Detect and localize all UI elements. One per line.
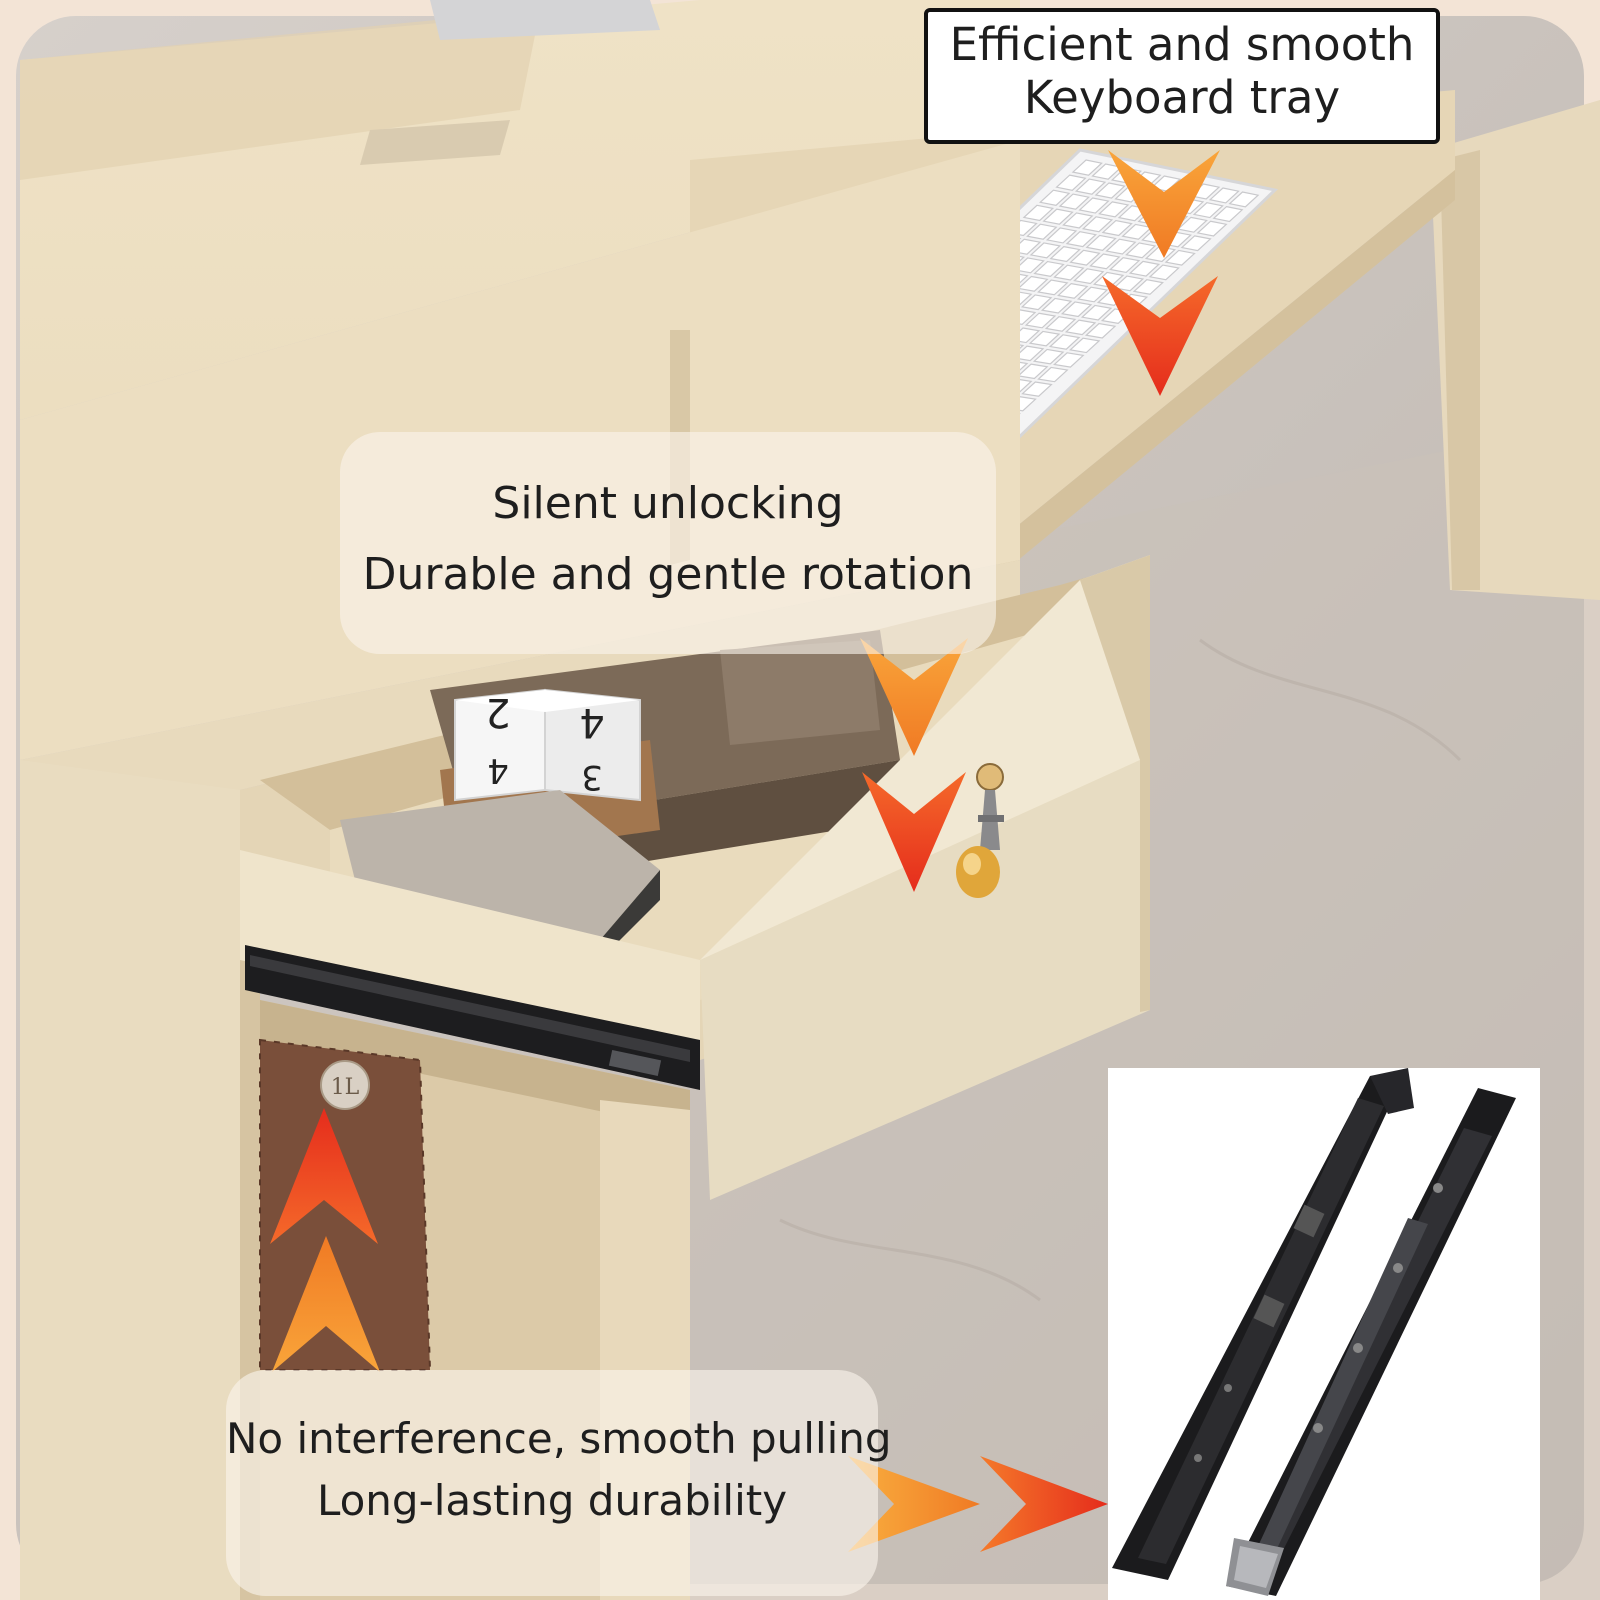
- keyboard-key: [1045, 227, 1078, 244]
- arrow-down-orange-icon: [860, 638, 968, 756]
- keyboard-key: [1148, 264, 1180, 281]
- keyboard-key: [1094, 182, 1126, 199]
- keyboard-key: [1132, 279, 1164, 295]
- slide-rails-illustration: [1112, 1068, 1516, 1596]
- keyboard-key: [1037, 279, 1069, 296]
- svg-text:3: 3: [581, 757, 603, 797]
- keyboard-key: [1091, 163, 1123, 180]
- keyboard-key: [1022, 204, 1055, 222]
- drawer-slide-rail: [245, 945, 700, 1090]
- keyboard-key: [1228, 191, 1260, 208]
- keyboard-key: [1058, 193, 1090, 210]
- arrow-up-red-icon: [270, 1108, 378, 1244]
- keyboard-key: [1078, 197, 1110, 214]
- keyboard-key: [1089, 253, 1121, 270]
- keyboard-key: [1062, 212, 1094, 229]
- slide-rail-closed: [1112, 1068, 1414, 1580]
- arrow-down-red-icon: [1102, 276, 1218, 396]
- monitor-stand: [430, 0, 660, 40]
- svg-text:4: 4: [579, 699, 604, 745]
- callout-lock-line2: Durable and gentle rotation: [362, 549, 974, 601]
- keyboard-key: [1026, 223, 1058, 240]
- keyboard-key: [1074, 178, 1107, 195]
- arrow-up-orange-icon: [272, 1236, 380, 1372]
- keyboard-key: [1060, 301, 1093, 318]
- keyboard-key: [1029, 242, 1062, 259]
- keyboard-key: [1048, 334, 1081, 350]
- keyboard-key: [1037, 366, 1069, 383]
- keyboard-key: [1098, 201, 1130, 218]
- keyboard-key: [1021, 381, 1053, 397]
- keyboard-key: [1084, 322, 1117, 339]
- keyboard-key: [1049, 245, 1081, 263]
- keyboard-key: [1121, 223, 1153, 240]
- keyboard-key: [1057, 282, 1089, 299]
- keyboard-key: [1125, 242, 1157, 259]
- svg-text:4: 4: [487, 750, 509, 790]
- keyboard-key: [1040, 297, 1073, 314]
- keyboard-key: [1053, 264, 1085, 281]
- keyboard-key: [1069, 249, 1101, 266]
- keyboard-key: [1080, 304, 1113, 321]
- keyboard-key: [1208, 187, 1240, 204]
- arrow-right-orange-icon: [848, 1456, 980, 1552]
- drawer-knob: [956, 846, 1000, 898]
- keyboard-key: [1042, 208, 1074, 225]
- keyboard-key: [1212, 205, 1244, 223]
- calendar-cubes: 2 4 4 3: [454, 688, 641, 802]
- keyboard-key: [1105, 238, 1137, 255]
- keyboard-key: [1017, 275, 1049, 292]
- keyboard-key: [1076, 286, 1109, 303]
- desk-side-left: [20, 760, 240, 1600]
- keyboard-key: [1065, 231, 1098, 248]
- keyboard-key: [1085, 234, 1117, 251]
- keyboard-key: [1033, 260, 1065, 278]
- keyboard-key: [1192, 202, 1224, 219]
- keyboard-key: [1180, 235, 1212, 252]
- slide-rails-inset: [1108, 1068, 1540, 1600]
- keyboard-key: [1055, 174, 1087, 191]
- callout-keyboard-line2: Keyboard tray: [1023, 71, 1341, 125]
- keyboard-key: [1020, 294, 1053, 311]
- callout-keyboard-tray: Efficient and smooth Keyboard tray: [924, 8, 1440, 144]
- keyboard-key: [1073, 268, 1105, 285]
- arrow-down-red-icon: [862, 772, 966, 892]
- keyboard-key: [1038, 189, 1071, 207]
- keyboard-key: [1176, 216, 1208, 233]
- keyboard-key: [1164, 249, 1196, 266]
- callout-lock: Silent unlocking Durable and gentle rota…: [340, 432, 996, 654]
- keyboard-key: [1109, 257, 1141, 274]
- keyboard-key: [1032, 348, 1065, 365]
- basket-tag-text: 1L: [331, 1075, 360, 1100]
- keyboard-key: [1112, 275, 1145, 292]
- keyboard-key: [1196, 220, 1228, 237]
- keyboard-key: [1044, 316, 1077, 332]
- keyboard-key: [1101, 219, 1133, 237]
- keyboard-key: [1081, 216, 1114, 233]
- callout-slide-rail: No interference, smooth pulling Long-las…: [226, 1370, 892, 1596]
- callout-lock-line1: Silent unlocking: [492, 478, 844, 529]
- keyboard-key: [1016, 363, 1049, 380]
- keyboard-key: [1071, 159, 1103, 176]
- callout-keyboard-line1: Efficient and smooth: [949, 18, 1415, 71]
- keyboard-key: [1128, 260, 1161, 277]
- keyboard-key: [1053, 352, 1085, 368]
- keyboard-key: [1068, 337, 1101, 354]
- drawer-lock: [976, 763, 1004, 850]
- callout-slide-line2: Long-lasting durability: [316, 1476, 788, 1526]
- svg-text:2: 2: [485, 689, 510, 735]
- keyboard-key: [1064, 319, 1097, 336]
- callout-slide-line1: No interference, smooth pulling: [226, 1414, 892, 1463]
- keyboard-key: [1028, 330, 1061, 347]
- drawer-front: [700, 760, 1150, 1200]
- keyboard-key: [1024, 312, 1057, 329]
- slide-rail-open: [1226, 1088, 1516, 1596]
- arrow-down-orange-icon: [1108, 150, 1220, 258]
- arrow-right-red-icon: [980, 1456, 1108, 1552]
